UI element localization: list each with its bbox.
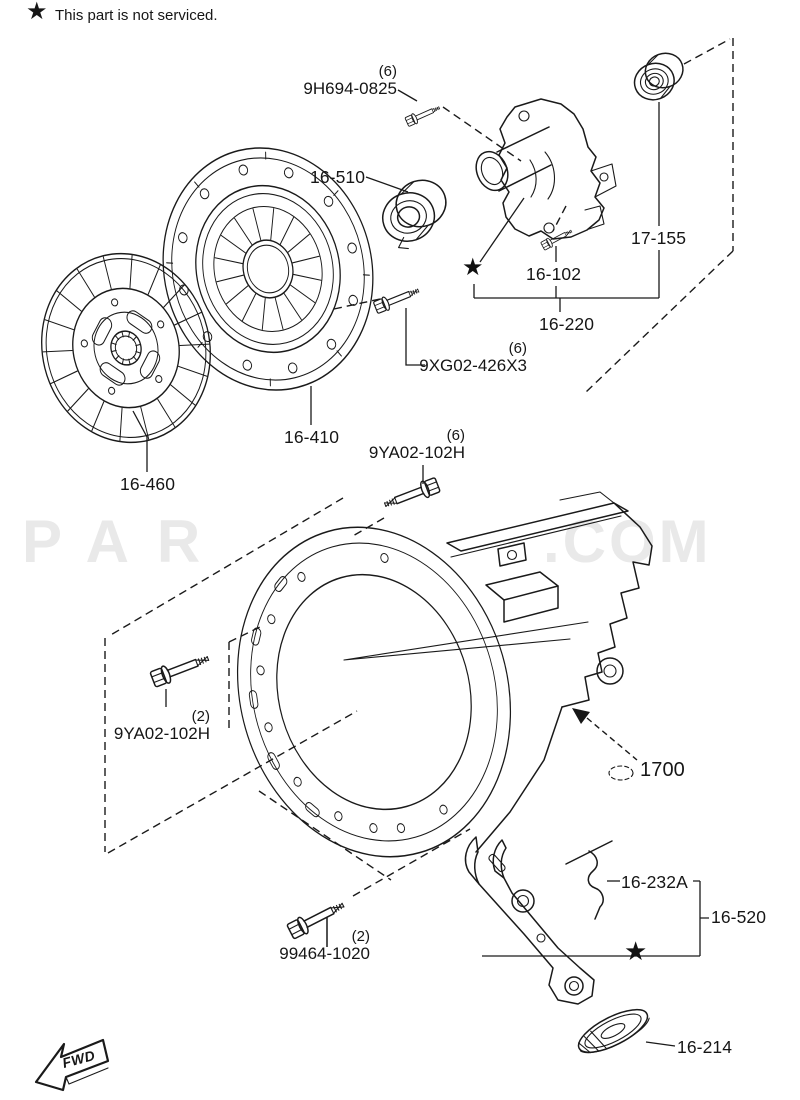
release-fork-drawing [464,836,595,1005]
star-icon: ★ [26,0,48,25]
qty-99464: (2) [351,928,370,945]
label-front-cover[interactable]: 16-102 [526,264,582,284]
transmission-ref-arrow [572,708,638,761]
star-icon-16520: ★ [624,936,648,966]
label-bolt-9h694[interactable]: (6) 9H694-0825 [277,64,397,98]
section-ref-icon [608,765,634,781]
qty-9ya02-top: (6) [446,427,465,444]
label-release-bearing[interactable]: 16-510 [310,167,366,187]
qty-9h694: (6) [378,63,397,80]
release-clip-drawing [565,840,613,920]
part-9ya02-top: 9YA02-102H [368,442,465,462]
pilot-bearing-drawing [633,52,684,101]
label-bolt-9xg02[interactable]: (6) 9XG02-426X3 [407,341,527,375]
label-bolt-9ya02-top[interactable]: (6) 9YA02-102H [345,428,465,462]
leader-lines [132,89,709,1047]
label-fork-assembly[interactable]: 16-520 [711,907,767,927]
label-cover-assembly[interactable]: 16-220 [539,314,595,334]
qty-9ya02-left: (2) [191,708,210,725]
dust-boot-drawing [577,1008,650,1054]
label-transmission[interactable]: 1700 [640,759,685,781]
bolt-9ya02-top-drawing [381,475,442,514]
bolt-9ya02-left-drawing [148,649,212,689]
bolt-9xg02-drawing [372,283,422,315]
front-cover-drawing [475,98,617,240]
label-dust-boot[interactable]: 16-214 [677,1037,733,1057]
not-serviced-note: This part is not serviced. [55,7,218,24]
transmission-drawing [236,491,653,858]
label-release-clip[interactable]: 16-232A [621,872,688,892]
dashed-guides [104,38,734,897]
label-clutch-disc[interactable]: 16-460 [120,474,176,494]
bolt-9h694-drawing [404,102,442,128]
qty-9xg02: (6) [508,340,527,357]
watermark-left: PAR [22,508,229,575]
fwd-arrow-icon [34,1038,110,1092]
label-pilot-bearing[interactable]: 17-155 [631,228,687,248]
part-9h694: 9H694-0825 [303,78,397,98]
clutch-cover-drawing [162,147,374,391]
clutch-disc-drawing [41,252,211,444]
part-9ya02-left: 9YA02-102H [113,723,210,743]
label-bolt-99464[interactable]: (2) 99464-1020 [250,929,370,963]
label-bolt-9ya02-left[interactable]: (2) 9YA02-102H [90,709,210,743]
watermark-right: .COM [543,508,712,575]
part-99464: 99464-1020 [279,943,370,963]
star-icon-16102: ★ [462,254,484,281]
release-bearing-drawing [382,179,447,250]
label-clutch-cover[interactable]: 16-410 [284,427,340,447]
part-9xg02: 9XG02-426X3 [419,355,527,375]
